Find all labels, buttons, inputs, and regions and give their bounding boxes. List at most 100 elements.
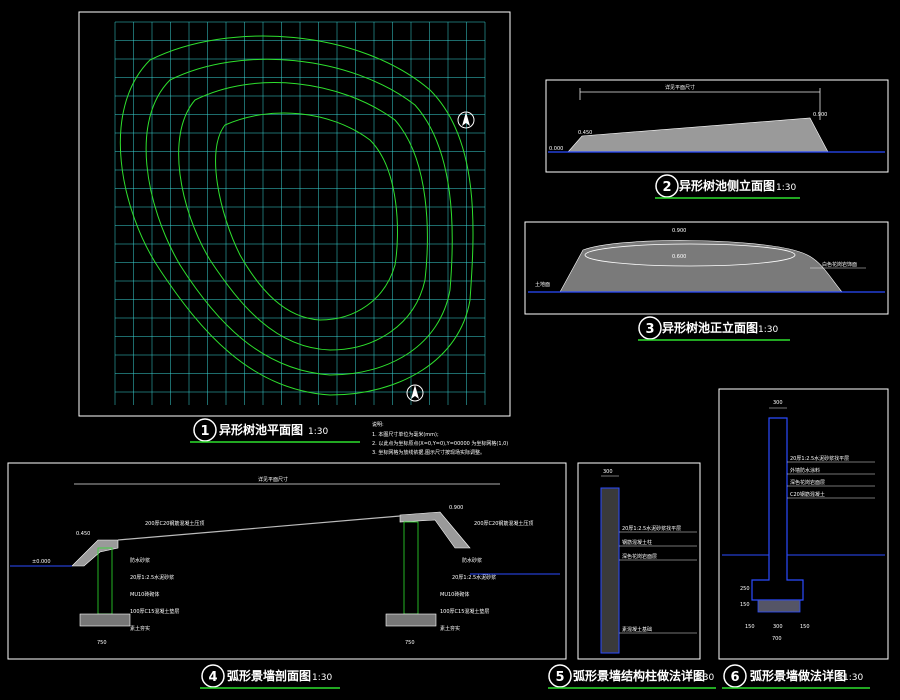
title-block-5: 5 弧形景墙结构柱做法详图 1:30 <box>548 664 716 689</box>
side-elevation-panel: 详见平面尺寸 0.450 0.900 0.000 <box>545 79 889 173</box>
right-wall-cap <box>399 511 471 549</box>
view-scale-4: 1:30 <box>312 673 332 683</box>
side-elevation-mass <box>567 117 829 153</box>
plan-frame <box>78 11 511 417</box>
side-elevation-frame <box>545 79 889 173</box>
view-title-1: 异形树池平面图 <box>219 422 303 437</box>
wall-detail-callout-c: 深色花岗岩面层 <box>790 479 825 486</box>
right-wall-footing <box>385 613 437 627</box>
title-block-6: 6 弧形景墙做法详图 1:30 <box>722 664 870 689</box>
right-callout-e: 100厚C15混凝土垫层 <box>440 608 489 615</box>
side-elev-ground: 0.000 <box>549 146 563 152</box>
column-callout-b: 钢筋混凝土柱 <box>622 539 652 546</box>
wall-detail-dim-a: 150 <box>745 624 755 630</box>
plan-grid <box>114 21 486 405</box>
front-elev-mid: 0.600 <box>672 254 686 260</box>
left-callout-b: 防水砂浆 <box>130 557 150 564</box>
wall-detail-dim-b: 300 <box>773 624 783 630</box>
contour-outer <box>119 35 474 396</box>
wall-detail-frame <box>718 388 889 660</box>
view-number-badge-3 <box>638 316 662 340</box>
column-detail-frame <box>577 462 701 660</box>
front-elevation-frame <box>524 221 889 315</box>
right-callout-f: 素土夯实 <box>440 625 460 632</box>
front-ground-label: 土地面 <box>535 281 550 288</box>
title-block-1: 1 异形树池平面图 1:30 <box>190 418 360 443</box>
notes-line-3: 3. 坐标网格为放线依据,图示尺寸按现场实际调整。 <box>372 449 485 456</box>
notes-line-2: 2. 以此点为坐标原点(X=0,Y=0),Y=00000 为坐标网格(1,0) <box>372 440 508 447</box>
left-wall-body <box>97 547 113 615</box>
right-wall-callouts: 200厚C20钢筋混凝土压顶 防水砂浆 20厚1:2.5水泥砂浆 MU10砖砌体… <box>440 520 533 632</box>
wall-detail-dim-d: 700 <box>772 636 782 642</box>
wall-elev-right: 0.900 <box>449 505 463 511</box>
wall-dim-text: 详见平面尺寸 <box>258 476 288 483</box>
wall-detail-panel: 300 20厚1:2.5水泥砂浆找平层 外墙防水涂料 深色花岗岩面层 C20钢筋… <box>718 388 889 660</box>
front-elev-top: 0.900 <box>672 228 686 234</box>
view-number-2: 2 <box>662 180 671 195</box>
left-callout-c: 20厚1:2.5水泥砂浆 <box>130 574 174 581</box>
view-title-3: 异形树池正立面图 <box>662 320 758 335</box>
left-wall-callouts: 200厚C20钢筋混凝土压顶 防水砂浆 20厚1:2.5水泥砂浆 MU10砖砌体… <box>130 520 204 632</box>
view-title-6: 弧形景墙做法详图 <box>750 668 846 683</box>
wall-detail-callouts: 20厚1:2.5水泥砂浆找平层 外墙防水涂料 深色花岗岩面层 C20钢筋混凝土 <box>787 455 875 499</box>
north-arrow-2 <box>406 384 424 402</box>
contour-inner <box>215 112 398 321</box>
wall-detail-outline <box>751 417 804 601</box>
view-scale-6: 1:30 <box>843 673 863 683</box>
view-scale-1: 1:30 <box>308 427 328 437</box>
wall-base-dim-right: 750 <box>405 640 415 646</box>
wall-detail-callout-b: 外墙防水涂料 <box>790 467 820 474</box>
plan-panel <box>78 11 511 417</box>
plan-contours <box>119 35 474 396</box>
front-elevation-panel: 0.900 0.600 土地面 白色花岗岩饰面 <box>524 221 889 315</box>
side-dim-text: 详见平面尺寸 <box>665 84 695 91</box>
side-elev-right: 0.900 <box>813 112 827 118</box>
contour-2 <box>145 58 453 376</box>
wall-detail-callout-a: 20厚1:2.5水泥砂浆找平层 <box>790 455 849 462</box>
wall-detail-callout-d: C20钢筋混凝土 <box>790 491 825 498</box>
wall-detail-dims: 150 300 150 700 250 150 <box>740 586 810 642</box>
view-scale-5: 1:30 <box>694 673 714 683</box>
view-number-badge-6 <box>723 664 747 688</box>
column-callout-c: 深色花岗岩面层 <box>622 553 657 560</box>
column-detail-panel: 300 20厚1:2.5水泥砂浆找平层 钢筋混凝土柱 深色花岗岩面层 素混凝土基… <box>577 462 701 660</box>
view-title-2: 异形树池侧立面图 <box>679 178 775 193</box>
column-callout-a: 20厚1:2.5水泥砂浆找平层 <box>622 525 681 532</box>
view-number-3: 3 <box>645 322 654 337</box>
wall-detail-footing <box>757 599 801 613</box>
title-block-4: 4 弧形景墙剖面图 1:30 <box>200 664 340 689</box>
wall-base-dim-left: 750 <box>97 640 107 646</box>
left-wall-footing <box>79 613 131 627</box>
right-callout-d: MU10砖砌体 <box>440 591 469 598</box>
view-number-badge-5 <box>548 664 572 688</box>
view-scale-2: 1:30 <box>776 183 796 193</box>
left-wall-cap <box>71 539 119 567</box>
wall-detail-dim-c: 150 <box>800 624 810 630</box>
view-number-6: 6 <box>730 670 739 685</box>
side-elev-left: 0.450 <box>578 130 592 136</box>
notes-line-1: 1. 本图尺寸单位为毫米(mm); <box>372 431 439 438</box>
view-number-4: 4 <box>208 670 217 685</box>
view-number-badge-2 <box>655 174 679 198</box>
right-callout-b: 防水砂浆 <box>462 557 482 564</box>
right-callout-c: 20厚1:2.5水泥砂浆 <box>452 574 496 581</box>
right-wall-body <box>403 521 419 615</box>
left-callout-f: 素土夯实 <box>130 625 150 632</box>
notes-heading: 说明: <box>372 421 384 428</box>
front-ellipse-rim <box>584 243 796 267</box>
wall-elev-plus: ±0.000 <box>32 559 51 565</box>
front-finish-callout: 白色花岗岩饰面 <box>822 261 857 268</box>
wall-elev-left: 0.450 <box>76 531 90 537</box>
notes-block: 说明: 1. 本图尺寸单位为毫米(mm); 2. 以此点为坐标原点(X=0,Y=… <box>372 421 508 456</box>
wall-arc-line <box>117 515 401 541</box>
column-callouts: 20厚1:2.5水泥砂浆找平层 钢筋混凝土柱 深色花岗岩面层 素混凝土基础 <box>619 525 697 634</box>
view-title-4: 弧形景墙剖面图 <box>227 668 311 683</box>
view-number-5: 5 <box>555 670 564 685</box>
title-block-2: 2 异形树池侧立面图 1:30 <box>655 174 800 199</box>
contour-3 <box>178 82 428 351</box>
title-block-3: 3 异形树池正立面图 1:30 <box>638 316 790 341</box>
wall-section-panel: 详见平面尺寸 0.450 0.900 ±0.000 750 750 200厚C2… <box>7 462 567 660</box>
view-scale-3: 1:30 <box>758 325 778 335</box>
wall-detail-width-dim: 300 <box>773 400 783 406</box>
